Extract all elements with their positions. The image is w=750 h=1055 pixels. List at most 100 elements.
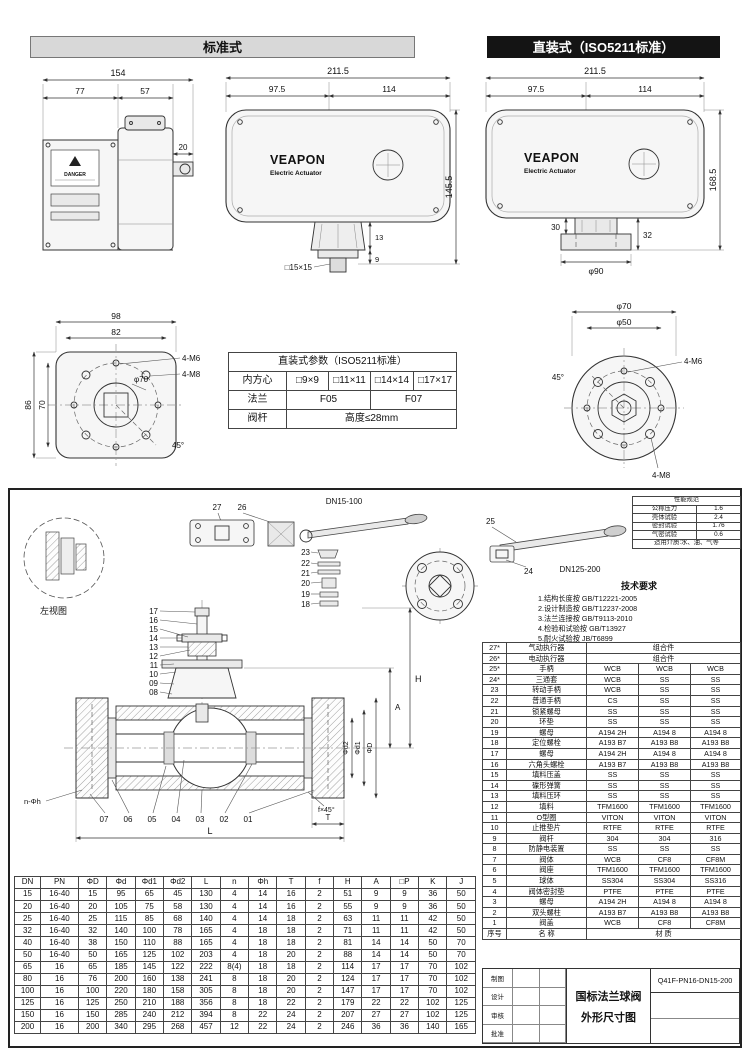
table-cell: 305 [191,984,221,998]
table-cell: L [191,875,221,890]
dim-bracket-height: 13 [375,233,383,242]
table-cell: 36 [418,900,448,914]
table-cell: 9 [361,888,391,902]
table-cell: 130 [191,900,221,914]
table-cell: 9 [389,900,420,914]
table-cell: 200 [14,1021,41,1035]
table-cell: SS [638,705,691,718]
table-cell: 名 称 [506,928,587,940]
part-callout: 19 [301,590,310,599]
table-cell: 4 [482,885,507,898]
dim-overall-height: 145.5 [444,176,454,199]
lever-handle-drawing [299,513,428,607]
valve-assembly-drawing: 左视图 27 26 DN15-100 23 [23,497,478,842]
table-cell: 定位螺栓 [506,737,587,749]
table-cell: 材 质 [585,928,742,940]
table-cell: 88 [163,936,193,950]
table-cell: SS [638,694,691,707]
table-cell: 8 [219,996,250,1011]
left-view-detail: 左视图 [23,517,105,616]
table-cell: 68 [163,912,193,926]
table-cell: 22 [248,1009,278,1023]
sign-cell [513,987,540,1006]
table-cell: 9 [482,832,507,845]
table-cell: 22 [361,996,391,1011]
table-cell: 阀体密封垫 [506,885,587,898]
brand-subtitle: Electric Actuator [270,170,322,177]
table-cell: 11 [389,924,420,938]
table-cell: TFM1600 [638,800,691,813]
table-cell: 填料压环 [506,790,587,802]
table-cell: 0.6 [696,530,741,540]
table-cell: 165 [106,948,136,962]
table-cell: 160 [134,972,165,986]
table-cell: 直装式参数（ISO5211标准） [227,352,458,372]
table-cell: A193 B8 [689,906,742,919]
part-callout: 22 [301,559,310,568]
table-cell: 2 [304,912,335,926]
dim-bolt-circle-diameter: φ50 [617,317,632,327]
table-cell: 普通手柄 [506,694,587,707]
table-cell: 304 [638,832,691,845]
table-cell: 102 [446,960,476,974]
table-cell: 16 [482,758,507,771]
table-cell: 20 [482,716,507,728]
table-cell: 序号 [482,928,507,940]
table-cell: 125 [446,996,476,1011]
table-cell: 14 [482,779,507,792]
round-mounting-pad-drawing: φ70 φ50 4-M6 4-M8 45° [552,301,703,480]
table-cell: PN [40,875,79,890]
table-cell: 16-40 [40,900,79,914]
title-block-empty-cell [651,1019,739,1044]
table-cell: A194 2H [586,747,639,760]
table-cell: PTFE [689,885,742,898]
table-cell: 法兰 [228,390,287,410]
table-cell: 50 [77,948,108,962]
table-cell: 42 [418,912,448,926]
table-cell: 适用介质:水、油、气等 [632,538,741,549]
table-cell: 32 [14,924,41,938]
dim-flange-thickness: T [326,813,331,822]
tech-req-item: 3.法兰连接按 GB/T9113-2010 [538,613,633,623]
table-cell: 24* [482,673,507,686]
table-cell: 20 [14,900,41,914]
table-cell: SS [586,779,639,792]
table-cell: 210 [134,996,165,1011]
table-cell: 14 [389,948,420,962]
table-cell: 76 [77,972,108,986]
sign-cell [513,969,540,988]
table-cell: 147 [333,984,363,998]
table-cell: 70 [418,972,448,986]
table-cell: 125 [446,1009,476,1023]
table-cell: 32 [77,924,108,938]
bolt-spec-m6: 4-M6 [182,354,201,363]
table-cell: 螺母 [506,896,587,908]
table-cell: TFM1600 [586,800,639,813]
table-cell: 145 [134,960,165,974]
table-cell: A194 8 [689,726,742,739]
table-cell: 4 [219,888,250,902]
table-cell: 70 [418,984,448,998]
part-callout: 12 [149,652,158,661]
table-cell: SS [586,769,639,781]
table-cell: 45 [163,888,193,902]
table-cell: 100 [14,984,41,998]
part-callout: 24 [524,567,533,576]
table-cell: 2 [304,960,335,974]
table-cell: 密封试验 [632,521,697,532]
sign-cell [540,969,566,988]
handle-range-label: DN15-100 [326,497,363,506]
part-callout: 18 [301,600,310,609]
table-cell: A193 B8 [689,737,742,749]
table-cell: F05 [286,390,371,410]
table-cell: 165 [191,936,221,950]
table-cell: 防静电装置 [506,843,587,855]
table-cell: □P [389,875,420,890]
